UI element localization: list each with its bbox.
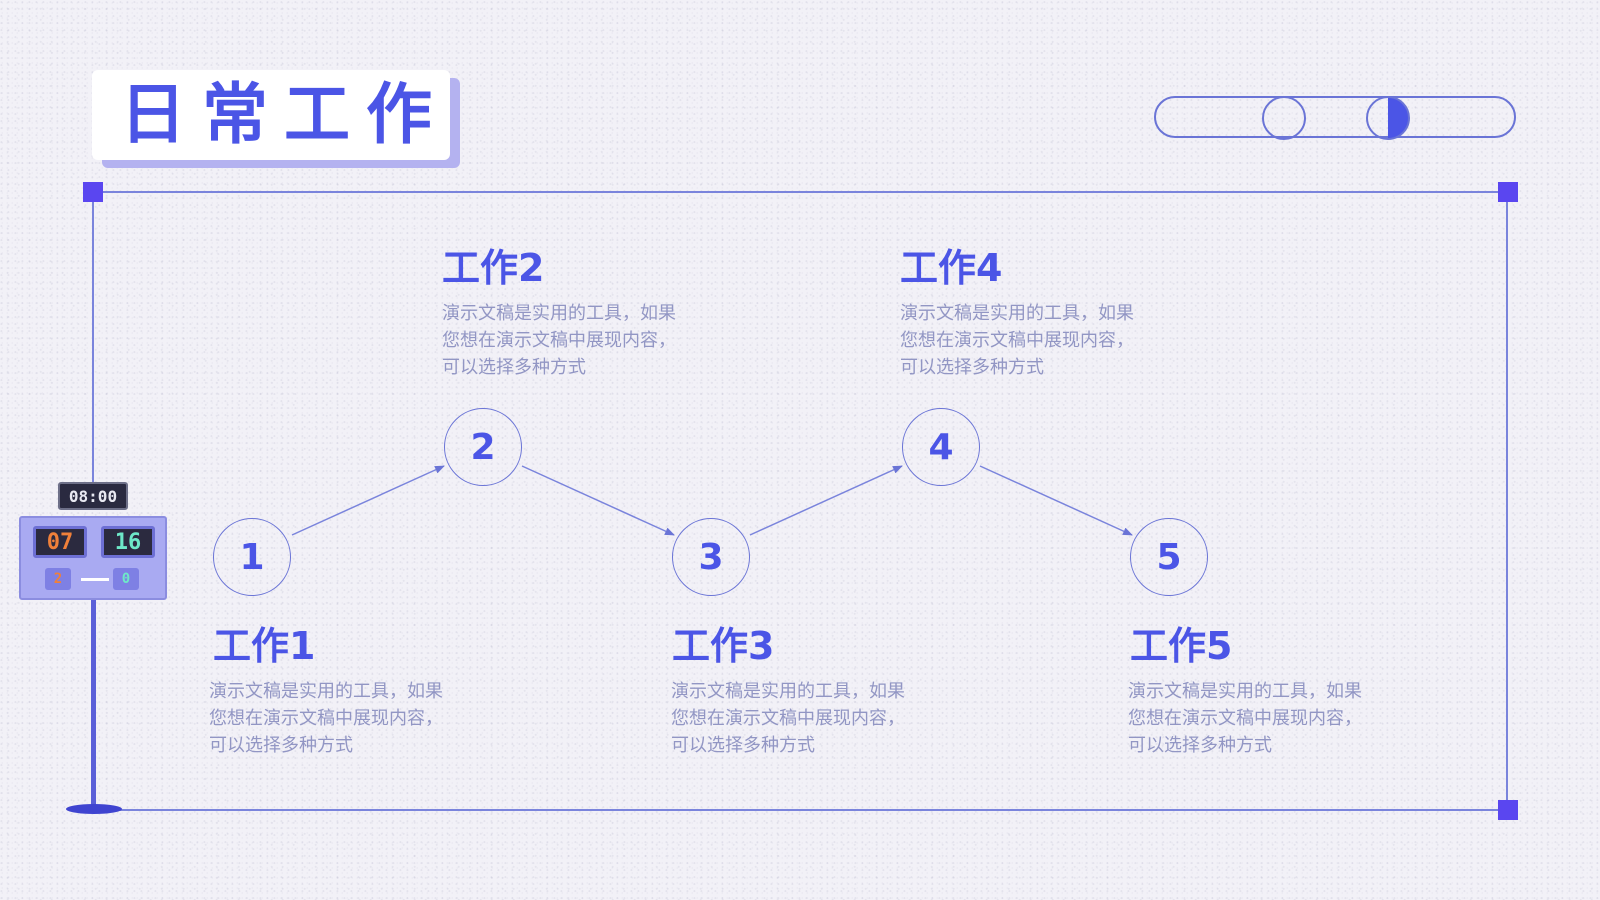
- step-desc-2: 演示文稿是实用的工具，如果 您想在演示文稿中展现内容， 可以选择多种方式: [442, 300, 722, 381]
- corner-square-top-left: [83, 182, 103, 202]
- frame-left-line: [92, 191, 94, 483]
- step-desc-line: 可以选择多种方式: [209, 735, 353, 756]
- scoreboard-right-score: 16: [101, 526, 155, 558]
- step-desc-line: 演示文稿是实用的工具，如果: [1128, 681, 1362, 702]
- step-desc-line: 演示文稿是实用的工具，如果: [442, 303, 676, 324]
- step-desc-line: 您想在演示文稿中展现内容，: [671, 708, 905, 729]
- scoreboard-icon: 07 16 2 0: [19, 516, 167, 600]
- half-filled-circle-icon: [1366, 96, 1410, 140]
- page-title: 日常工作: [120, 76, 448, 153]
- step-node-1: 1: [213, 518, 291, 596]
- step-desc-line: 可以选择多种方式: [442, 357, 586, 378]
- scoreboard-pole-base: [66, 804, 122, 814]
- step-node-2: 2: [444, 408, 522, 486]
- scoreboard-dash: [81, 578, 109, 581]
- step-desc-line: 可以选择多种方式: [671, 735, 815, 756]
- step-node-3: 3: [672, 518, 750, 596]
- step-desc-1: 演示文稿是实用的工具，如果 您想在演示文稿中展现内容， 可以选择多种方式: [209, 678, 489, 759]
- step-desc-5: 演示文稿是实用的工具，如果 您想在演示文稿中展现内容， 可以选择多种方式: [1128, 678, 1408, 759]
- step-title-4: 工作4: [900, 246, 1003, 290]
- arrow-2-to-3: [521, 465, 675, 536]
- step-desc-line: 可以选择多种方式: [1128, 735, 1272, 756]
- step-title-5: 工作5: [1130, 624, 1233, 668]
- step-desc-line: 您想在演示文稿中展现内容，: [209, 708, 443, 729]
- step-desc-line: 您想在演示文稿中展现内容，: [1128, 708, 1362, 729]
- step-desc-line: 您想在演示文稿中展现内容，: [442, 330, 676, 351]
- scoreboard-left-small: 2: [45, 568, 71, 590]
- arrow-1-to-2: [291, 465, 445, 536]
- frame-top-line: [92, 191, 1508, 193]
- step-title-3: 工作3: [672, 624, 775, 668]
- scoreboard-pole: [91, 600, 96, 808]
- frame-right-line: [1506, 191, 1508, 811]
- step-node-5: 5: [1130, 518, 1208, 596]
- step-desc-line: 演示文稿是实用的工具，如果: [209, 681, 443, 702]
- step-desc-3: 演示文稿是实用的工具，如果 您想在演示文稿中展现内容， 可以选择多种方式: [671, 678, 951, 759]
- corner-square-top-right: [1498, 182, 1518, 202]
- step-desc-line: 您想在演示文稿中展现内容，: [900, 330, 1134, 351]
- step-desc-line: 可以选择多种方式: [900, 357, 1044, 378]
- step-desc-line: 演示文稿是实用的工具，如果: [671, 681, 905, 702]
- frame-bottom-line: [92, 809, 1508, 811]
- step-node-4: 4: [902, 408, 980, 486]
- step-title-2: 工作2: [442, 246, 545, 290]
- corner-square-bottom-right: [1498, 800, 1518, 820]
- scoreboard-left-score: 07: [33, 526, 87, 558]
- decorative-pill: [1154, 96, 1516, 140]
- step-desc-4: 演示文稿是实用的工具，如果 您想在演示文稿中展现内容， 可以选择多种方式: [900, 300, 1180, 381]
- arrow-3-to-4: [749, 465, 903, 536]
- scoreboard-right-small: 0: [113, 568, 139, 590]
- arrow-4-to-5: [979, 465, 1133, 536]
- step-title-1: 工作1: [213, 624, 316, 668]
- title-box: 日常工作: [92, 70, 450, 160]
- scoreboard-clock: 08:00: [58, 482, 128, 510]
- circle-outline-icon: [1262, 96, 1306, 140]
- step-desc-line: 演示文稿是实用的工具，如果: [900, 303, 1134, 324]
